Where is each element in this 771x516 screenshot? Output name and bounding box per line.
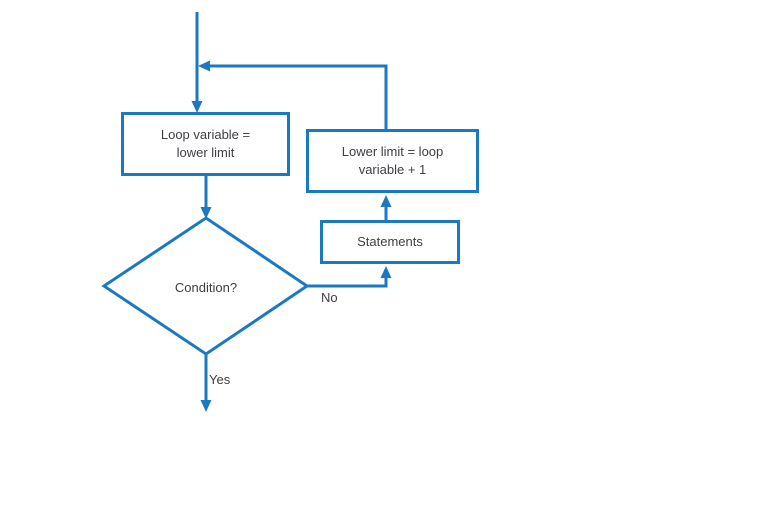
no-branch-arrowhead-icon: [380, 266, 392, 278]
condition-label: Condition?: [174, 280, 238, 295]
init-box: Loop variable = lower limit: [121, 112, 290, 176]
increment-box-line2: variable + 1: [358, 162, 427, 177]
statements-box: Statements: [320, 220, 460, 264]
increment-box: Lower limit = loop variable + 1: [306, 129, 479, 193]
statements-to-increment-arrowhead-icon: [380, 195, 392, 207]
no-edge-label: No: [321, 290, 338, 305]
feedback-edge: [210, 64, 388, 129]
init-box-line1: Loop variable =: [160, 127, 251, 142]
feedback-arrowhead-icon: [198, 60, 210, 72]
yes-branch-arrowhead-icon: [200, 400, 212, 412]
yes-edge-label: Yes: [209, 372, 231, 387]
init-box-line2: lower limit: [176, 145, 235, 160]
statements-box-label: Statements: [357, 234, 423, 249]
no-branch-edge: [307, 277, 388, 288]
entry-arrowhead-icon: [191, 101, 203, 113]
init-to-condition-arrowhead-icon: [200, 207, 212, 219]
increment-box-line1: Lower limit = loop: [341, 144, 444, 159]
